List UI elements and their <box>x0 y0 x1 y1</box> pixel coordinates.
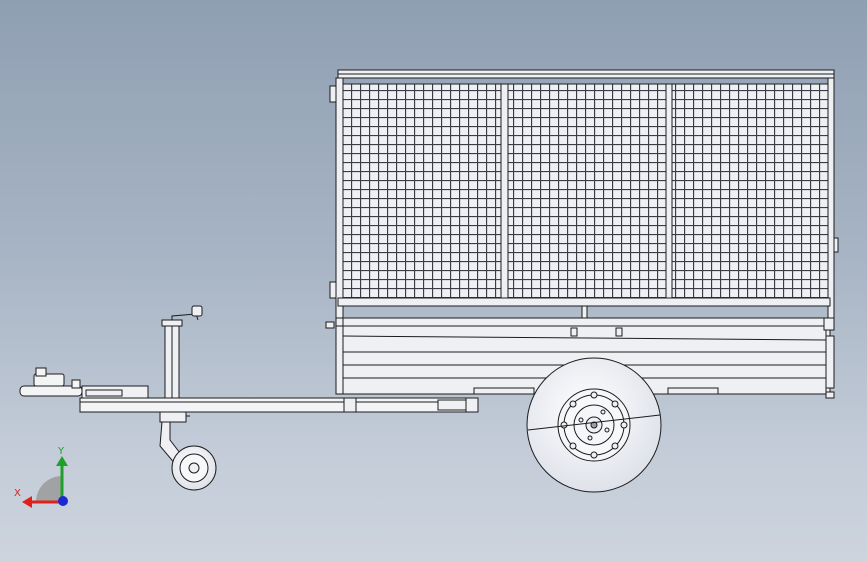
orientation-triad <box>22 456 68 508</box>
drawbar-assembly <box>19 367 479 413</box>
mesh-panel-left <box>342 83 502 299</box>
jockey-wheel-assembly <box>159 305 217 491</box>
drawbar <box>79 397 479 413</box>
cage-front-post <box>335 77 344 319</box>
mesh-cage <box>329 69 839 319</box>
cage-post-1 <box>500 83 509 299</box>
z-axis-dot <box>58 496 68 506</box>
mesh-panel-right <box>671 83 829 299</box>
cage-bottom-rail <box>337 297 831 307</box>
y-axis-label: Y <box>57 446 65 457</box>
main-wheel <box>526 357 662 493</box>
jockey-handle <box>191 305 203 317</box>
triad-plane <box>36 476 62 502</box>
mesh-panel-middle <box>507 83 667 299</box>
cage-post-2 <box>665 83 673 299</box>
cage-rear-post <box>827 77 835 319</box>
x-axis-label: X <box>14 488 21 499</box>
